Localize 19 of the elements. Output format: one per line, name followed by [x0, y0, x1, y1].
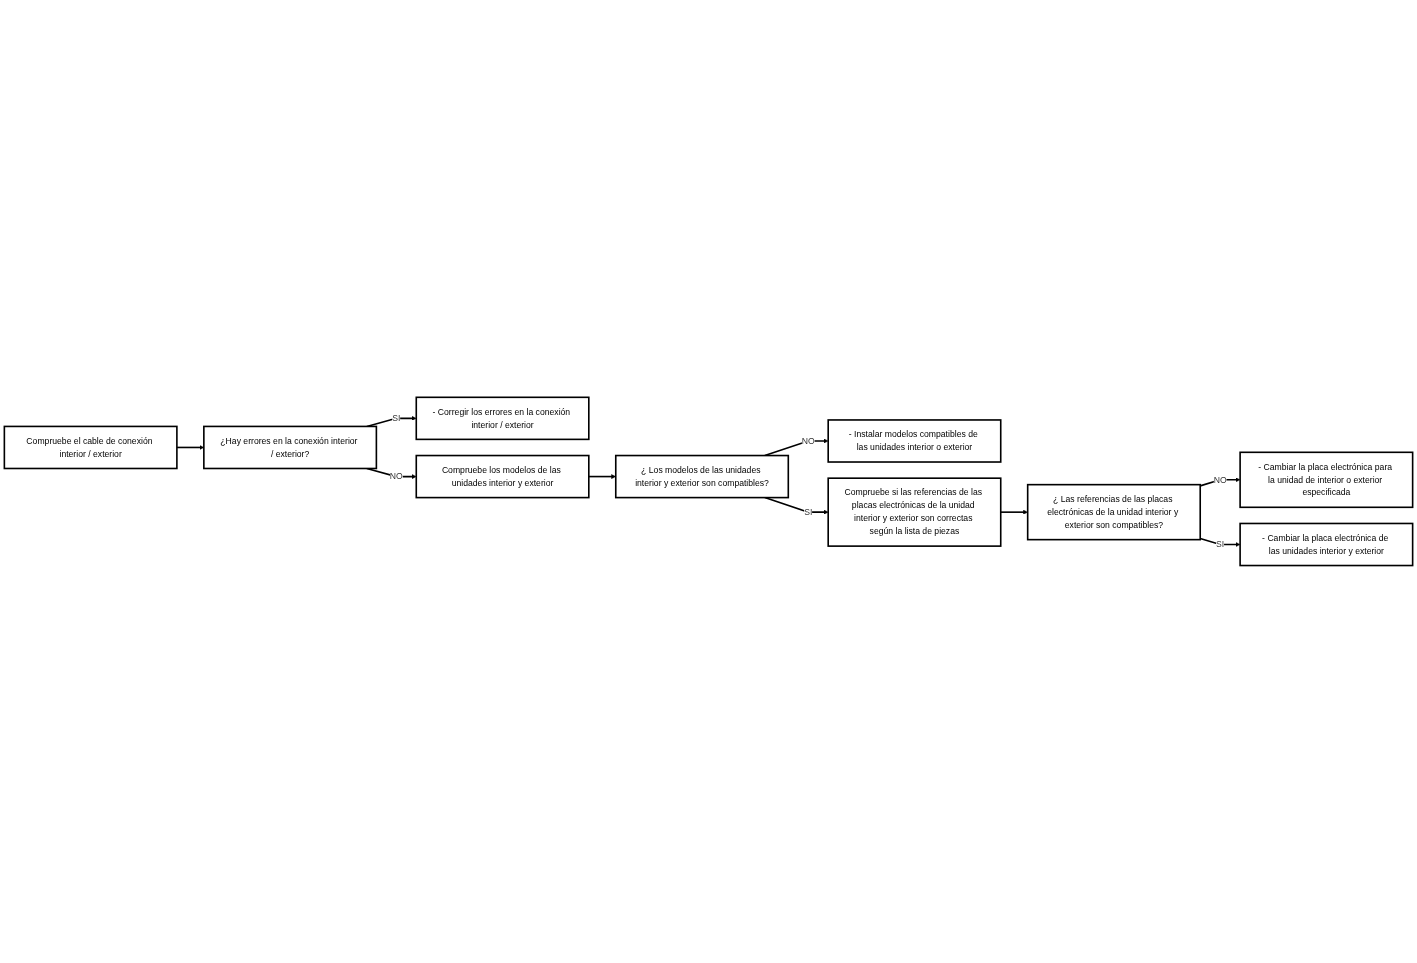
edge-label: SI: [804, 507, 813, 517]
node-box: - Cambiar la placa electrónica de las unidades interior y exterior: [1239, 522, 1414, 567]
edge-label: NO: [1213, 475, 1227, 485]
edge-label: NO: [801, 436, 815, 446]
node-box: Compruebe el cable de conexión interior / exterior: [3, 425, 178, 470]
node-box: ¿Hay errores en la conexión interior / exterior?: [203, 425, 378, 470]
node-box: ¿ Los modelos de las unidades interior y exterior son compatibles?: [614, 454, 790, 499]
node-box: - Corregir los errores en la conexión interior / exterior: [415, 396, 590, 441]
edge-label: SI: [392, 413, 401, 423]
node-box: - Cambiar la placa electrónica para la unidad de interior o exterior especificada: [1239, 451, 1414, 509]
arrow: [588, 474, 616, 479]
arrow: [764, 496, 829, 515]
edge-label: SI: [1216, 539, 1225, 549]
node-box: Compruebe si las referencias de las placas electrónicas de la unidad interior y exterior son correctas según la lista de piezas: [827, 477, 1002, 547]
arrow: [1199, 537, 1241, 547]
node-box: ¿ Las referencias de las placas electrónicas de la unidad interior y exterior son compatibles?: [1026, 483, 1201, 541]
node-box: Compruebe los modelos de las unidades interior y exterior: [415, 454, 590, 499]
node-box: - Instalar modelos compatibles de las unidades interior o exterior: [827, 419, 1002, 463]
edge-label: NO: [389, 471, 403, 481]
